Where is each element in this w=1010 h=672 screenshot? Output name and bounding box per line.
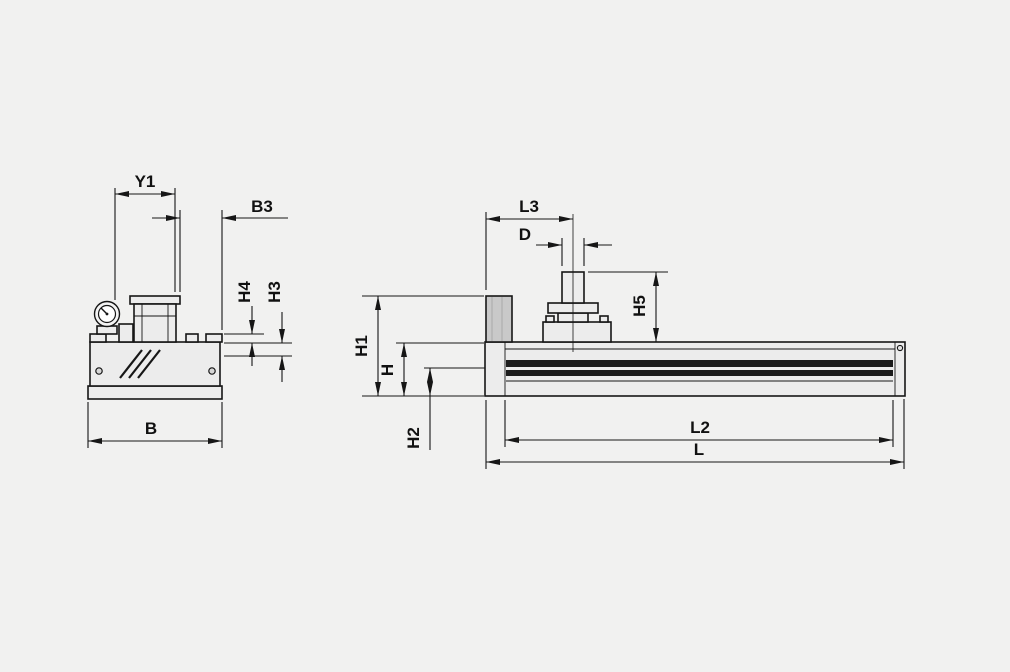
dim-b: B [87,402,223,448]
endcap-screw [896,344,904,352]
carriage-bump-right [599,315,609,323]
end-tab-right-inner [185,333,199,343]
dial-hub [105,312,109,316]
dim-b3-label: B3 [251,197,273,216]
screw-hole-right [208,367,216,375]
dim-y1: Y1 [114,172,176,300]
surface-hatch [119,349,161,379]
dim-h4-label: H4 [235,281,254,303]
dim-l-label: L [694,440,704,459]
dim-l: L [485,399,905,469]
dim-h2-label: H2 [404,427,423,449]
dim-l2: L2 [504,400,894,447]
rail-body [484,341,906,397]
dim-b-label: B [145,419,157,438]
dim-b3: B3 [152,197,288,330]
dim-h: H [378,342,484,396]
screw-hole-left [95,367,103,375]
dial-link [118,323,134,343]
dim-d-label: D [519,225,531,244]
end-tab-right-outer [205,333,223,343]
clamp-block-cap [129,295,181,305]
dim-h3-label: H3 [265,281,284,303]
seal-strip-upper [506,360,893,367]
side-view-part [484,214,906,397]
dim-l3-label: L3 [519,197,539,216]
dial-needle [100,307,108,315]
dim-l2-label: L2 [690,418,710,437]
end-view-part [87,295,223,400]
dim-h-label: H [378,364,397,376]
end-base-plate [87,385,223,400]
dim-h5-label: H5 [630,295,649,317]
carriage-bump-left [545,315,555,323]
dim-l3: L3 [485,197,573,290]
carriage [542,321,612,343]
end-tab-left [89,333,107,343]
dim-h1: H1 [352,295,484,397]
end-body [89,341,221,387]
motor-block [485,295,513,343]
dim-y1-label: Y1 [135,172,156,191]
clamp-block-body [133,303,177,343]
dim-h5: H5 [588,271,668,342]
dim-h2: H2 [404,367,485,450]
side-view: L3 D H5 H1 H [352,197,906,469]
dim-h3: H3 [224,281,292,382]
end-view: Y1 B3 H4 H3 B [87,172,292,448]
dial-base [96,325,118,335]
dim-d: D [519,225,612,266]
dim-h4: H4 [224,281,292,366]
seal-strip-lower [506,370,893,376]
dim-h1-label: H1 [352,335,371,357]
